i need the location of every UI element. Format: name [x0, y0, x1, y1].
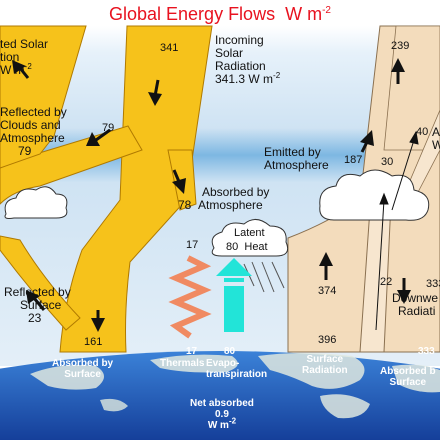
- incoming-value: 341: [160, 42, 179, 54]
- net-absorbed-label: Net absorbed 0.9 W m-2: [190, 398, 254, 431]
- thermals-zigzag: [168, 255, 212, 339]
- reflected-solar-label: ted Solar tion W m-2: [0, 37, 49, 77]
- incoming-solar-label: Incoming Solar Radiation 341.3 W m-2: [215, 33, 281, 86]
- window-30-value: 30: [381, 156, 394, 168]
- evapotranspiration-arrow: [216, 258, 252, 332]
- cloud-latent: [211, 219, 289, 257]
- earth-globe: [0, 351, 440, 440]
- cloud-right: [319, 169, 430, 221]
- flow-arrows: [12, 58, 411, 332]
- absorbed-surface-label: Absorbed by Surface: [52, 358, 114, 380]
- absorbed-atmosphere-row: 78 Atmosphere: [178, 198, 263, 212]
- window-22-value: 22: [380, 276, 393, 288]
- surface-radiation-value: 396: [318, 334, 337, 346]
- reflected-clouds-value: 79: [102, 122, 115, 134]
- surface-radiation-label: Surface Radiation: [302, 354, 348, 376]
- reflected-surface-label: Reflected by Surface 23: [4, 285, 71, 325]
- reflected-solar-beam: [0, 25, 87, 169]
- evapotranspiration-label: Evapo- transpiration: [206, 358, 268, 380]
- cloud-left: [4, 186, 68, 219]
- diagram-title: Global Energy Flows W m-2: [109, 4, 331, 24]
- thermals-value: 17: [186, 346, 198, 357]
- atm-window-partial-label: A W: [432, 125, 440, 152]
- incoming-solar-beam: [59, 25, 213, 353]
- window-40-value: 40: [416, 126, 429, 138]
- thermals-label: Thermals: [160, 358, 205, 369]
- back-surface-value: 333: [418, 346, 435, 357]
- emitted-atm-value: 187: [344, 154, 363, 166]
- latent-label-top: Latent: [234, 227, 265, 239]
- reflected-clouds-label: Reflected by Clouds and Atmosphere 79: [0, 105, 67, 158]
- absorbed-surface-value: 161: [84, 336, 103, 348]
- thermals-top-value: 17: [186, 239, 199, 251]
- emitted-top-value: 239: [391, 40, 410, 52]
- window-arrows: [375, 130, 419, 331]
- absorbed-atmosphere-label: Absorbed by: [202, 185, 270, 199]
- latent-row: 80 Heat: [226, 241, 268, 253]
- downwelling-partial-label: Downwe Radiati: [392, 291, 439, 318]
- emitted-atmosphere-label: Emitted by Atmosphere: [264, 145, 329, 172]
- surface-radiation-in-value: 374: [318, 285, 337, 297]
- back-radiation-value: 333: [426, 278, 440, 290]
- evapotranspiration-value: 80: [224, 346, 236, 357]
- absorbed-right-label: Absorbed b Surface: [380, 366, 436, 388]
- reflected-surface-beam: [0, 235, 81, 331]
